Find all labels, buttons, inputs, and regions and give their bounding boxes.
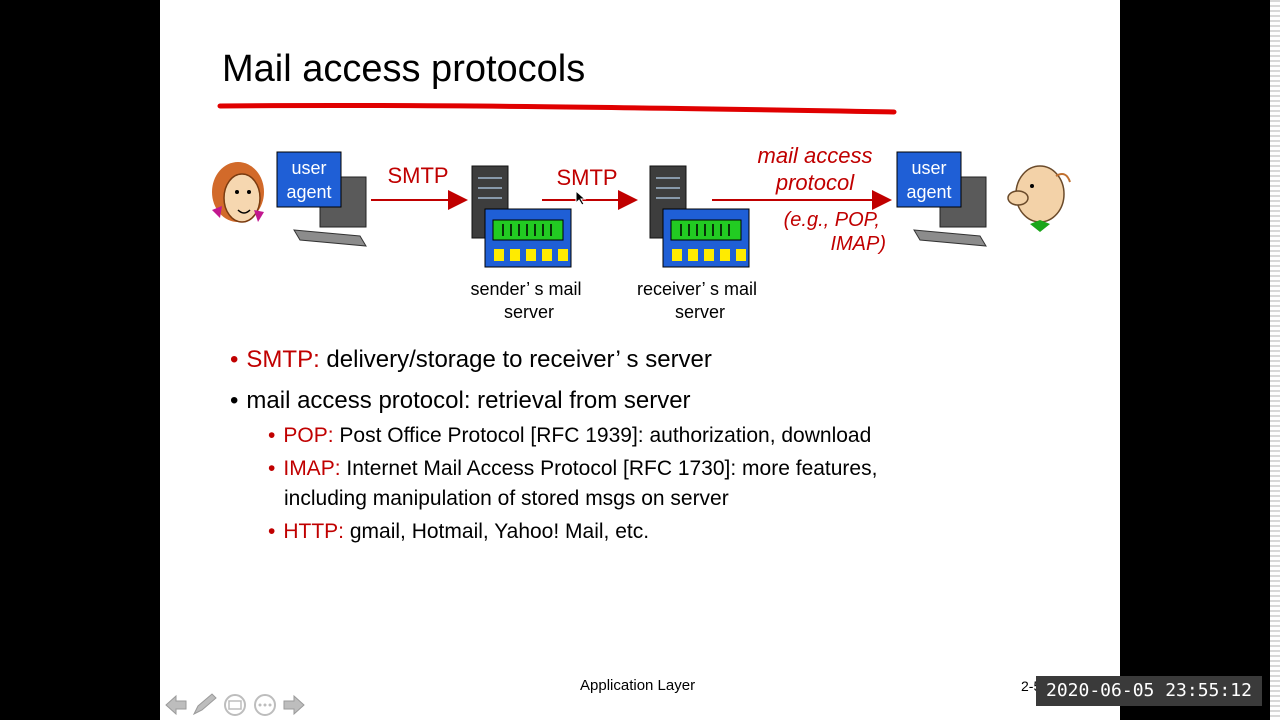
smtp-label-1: SMTP bbox=[387, 163, 448, 188]
forward-arrow-icon[interactable] bbox=[283, 694, 305, 716]
bullet-mail-access: •mail access protocol: retrieval from se… bbox=[230, 387, 691, 414]
sender-server-icon bbox=[471, 165, 572, 268]
smtp-label-2: SMTP bbox=[556, 165, 617, 190]
sub-bullet-http: •HTTP: gmail, Hotmail, Yahoo! Mail, etc. bbox=[268, 520, 650, 543]
sub-bullet-text: Internet Mail Access Protocol [RFC 1730]… bbox=[340, 457, 878, 480]
right-user-agent-icon: user agent bbox=[896, 151, 987, 247]
sender-person-icon bbox=[212, 162, 264, 223]
bullet-term: SMTP: bbox=[246, 346, 320, 373]
sub-bullet-imap: •IMAP: Internet Mail Access Protocol [RF… bbox=[268, 457, 878, 480]
sub-bullet-pop: •POP: Post Office Protocol [RFC 1939]: a… bbox=[268, 424, 872, 447]
mail-diagram: user agent SMTP sender’ s mail server bbox=[212, 143, 1071, 322]
right-edge-strip bbox=[1270, 0, 1280, 720]
bullet-text: mail access protocol: retrieval from ser… bbox=[246, 387, 691, 414]
sub-bullet-term: POP: bbox=[283, 424, 334, 447]
back-arrow-icon[interactable] bbox=[165, 694, 187, 716]
mouse-cursor-icon bbox=[575, 190, 587, 206]
sender-server-label-1: sender’ s mail bbox=[470, 279, 581, 299]
title-underline bbox=[217, 102, 897, 115]
timestamp-overlay: 2020-06-05 23:55:12 bbox=[1036, 676, 1262, 706]
slide-title: Mail access protocols bbox=[222, 48, 586, 90]
slide: Mail access protocols user agent bbox=[160, 0, 1120, 720]
bullet-smtp: •SMTP: delivery/storage to receiver’ s s… bbox=[230, 346, 712, 373]
sub-bullet-text: Post Office Protocol [RFC 1939]: authori… bbox=[333, 424, 872, 447]
receiver-server-icon bbox=[649, 165, 750, 268]
slide-view-icon[interactable] bbox=[224, 694, 246, 716]
left-agent-label-2: agent bbox=[286, 182, 331, 202]
sub-bullet-imap-continuation: including manipulation of stored msgs on… bbox=[284, 487, 729, 511]
right-agent-label-1: user bbox=[911, 158, 946, 178]
sub-bullet-text: including manipulation of stored msgs on… bbox=[284, 487, 729, 510]
sub-bullet-term: HTTP: bbox=[283, 520, 345, 543]
receiver-person-icon bbox=[1007, 165, 1071, 232]
left-agent-label-1: user bbox=[291, 158, 326, 178]
slide-footer: Application Layer bbox=[580, 677, 696, 694]
bullet-list: •SMTP: delivery/storage to receiver’ s s… bbox=[160, 0, 1120, 720]
sub-bullet-term: IMAP: bbox=[283, 457, 341, 480]
access-label-2: protocol bbox=[775, 170, 855, 195]
access-label-1: mail access bbox=[758, 143, 873, 168]
right-agent-label-2: agent bbox=[906, 182, 951, 202]
sender-server-label-2: server bbox=[504, 302, 554, 322]
pen-icon[interactable] bbox=[192, 693, 217, 716]
sub-bullet-text: gmail, Hotmail, Yahoo! Mail, etc. bbox=[344, 520, 650, 543]
left-user-agent-icon: user agent bbox=[276, 151, 367, 247]
access-example-2: IMAP) bbox=[830, 233, 886, 255]
access-example-1: (e.g., POP, bbox=[784, 209, 880, 231]
receiver-server-label-1: receiver’ s mail bbox=[637, 279, 757, 299]
more-icon[interactable] bbox=[254, 694, 276, 716]
slideshow-toolbar bbox=[165, 693, 305, 716]
receiver-server-label-2: server bbox=[675, 302, 725, 322]
bullet-text: delivery/storage to receiver’ s server bbox=[319, 346, 712, 373]
